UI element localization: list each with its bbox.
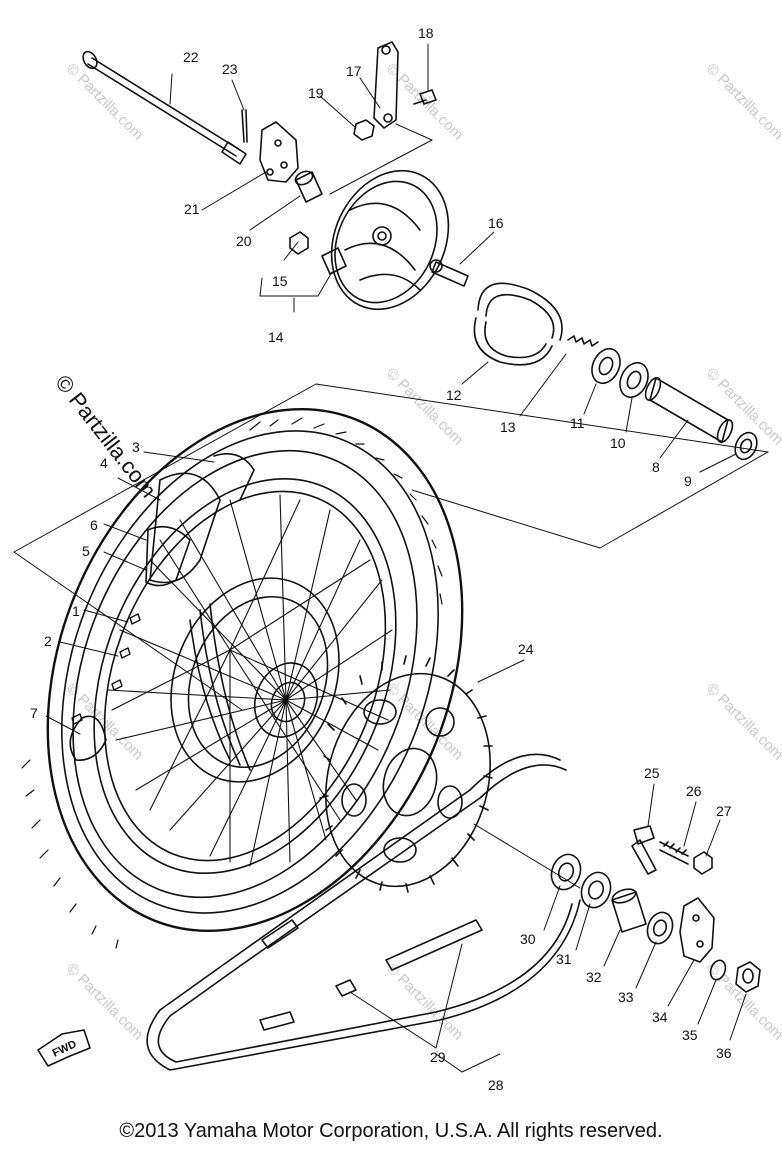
callout-3: 3	[132, 439, 140, 455]
rim-band-7	[69, 715, 107, 761]
callout-27: 27	[716, 803, 732, 819]
rear-sprocket	[319, 655, 493, 893]
callout-24: 24	[518, 641, 534, 657]
collar-32	[611, 888, 647, 933]
callout-18: 18	[418, 25, 434, 41]
oil-seal-9	[734, 431, 758, 461]
callout-17: 17	[346, 63, 362, 79]
callout-12: 12	[446, 387, 462, 403]
bearing-11	[591, 347, 621, 385]
callout-20: 20	[236, 233, 252, 249]
callout-36: 36	[716, 1045, 732, 1061]
callout-4: 4	[100, 455, 108, 471]
callout-32: 32	[586, 969, 602, 985]
rear-wheel	[21, 408, 464, 949]
callout-26: 26	[686, 783, 702, 799]
callout-13: 13	[500, 419, 516, 435]
callout-8: 8	[652, 459, 660, 475]
callout-28: 28	[488, 1077, 504, 1093]
callout-19: 19	[308, 85, 324, 101]
brake-shoe-plate	[321, 169, 450, 311]
callout-1: 1	[72, 603, 80, 619]
bearing-31	[580, 871, 612, 909]
nut-19	[353, 119, 375, 141]
axle-nut-36	[735, 961, 761, 993]
callout-35: 35	[682, 1027, 698, 1043]
callout-21: 21	[184, 201, 200, 217]
oil-seal-33	[646, 911, 674, 945]
nut-27	[693, 851, 713, 875]
callout-25: 25	[644, 765, 660, 781]
washer-35	[709, 959, 727, 981]
callout-33: 33	[618, 989, 634, 1005]
collar-20	[294, 170, 323, 203]
bolt-18	[413, 89, 437, 105]
spacer-8	[644, 377, 734, 443]
oil-seal-30	[550, 853, 582, 891]
callout-14: 14	[268, 329, 284, 345]
camshaft-lever	[373, 41, 399, 129]
chain-puller-right	[679, 897, 715, 963]
rear-axle	[82, 50, 247, 165]
bearing-10	[619, 361, 649, 399]
callout-5: 5	[82, 543, 90, 559]
callout-15: 15	[272, 273, 288, 289]
spring	[567, 335, 599, 347]
callout-7: 7	[30, 705, 38, 721]
callout-23: 23	[222, 61, 238, 77]
callout-30: 30	[520, 931, 536, 947]
callout-11: 11	[570, 415, 585, 431]
tire-tube-flap	[145, 453, 255, 587]
camshaft	[429, 259, 469, 287]
callout-22: 22	[183, 49, 199, 65]
callout-34: 34	[652, 1009, 668, 1025]
copyright-footer: ©2013 Yamaha Motor Corporation, U.S.A. A…	[119, 1120, 663, 1142]
callout-16: 16	[488, 215, 504, 231]
drive-chain	[146, 753, 581, 1071]
callout-2: 2	[44, 633, 52, 649]
cotter-pin	[241, 109, 248, 143]
callout-6: 6	[90, 517, 98, 533]
chain-puller-bolt-25	[631, 825, 657, 875]
nut-15	[289, 231, 309, 255]
callout-10: 10	[610, 435, 626, 451]
chain-puller-left	[259, 121, 299, 183]
callout-29: 29	[430, 1049, 446, 1065]
adjusting-bolt-26	[659, 841, 689, 865]
callout-9: 9	[684, 473, 692, 489]
fwd-arrow-icon	[37, 1029, 91, 1067]
brake-shoe-comp	[473, 282, 563, 366]
fwd-label: FWD	[51, 1038, 79, 1059]
callout-31: 31	[556, 951, 572, 967]
